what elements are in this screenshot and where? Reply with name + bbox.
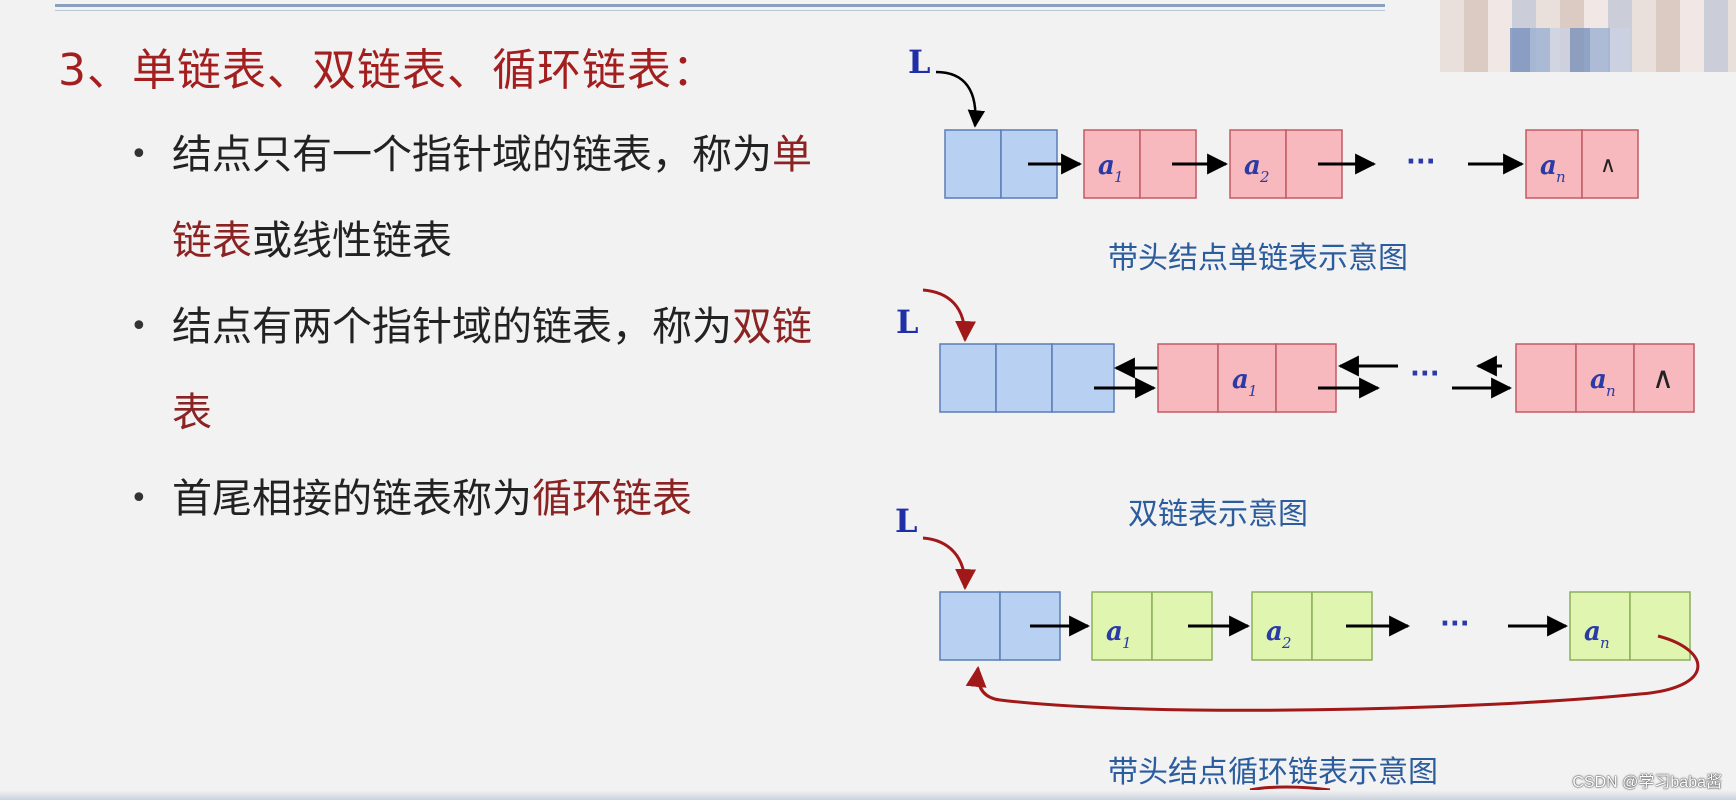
ellipsis: ···: [1410, 359, 1440, 389]
node-label: a: [1540, 151, 1557, 181]
node-subscript: 1: [1114, 168, 1124, 186]
highlight-term: 双链表: [172, 304, 812, 436]
node-an-next-cell: [1633, 343, 1695, 413]
head-node-data-cell: [944, 129, 1002, 199]
node-label: a: [1106, 617, 1123, 647]
singly-linked-list: L a 1 a 2 ··· a n ∧ 带头结点单链表示意图: [908, 43, 1639, 276]
singly-caption: 带头结点单链表示意图: [1108, 241, 1408, 276]
ellipsis: ···: [1440, 609, 1470, 639]
node-a1-prior-cell: [1157, 343, 1219, 413]
bullet-list: • 结点只有一个指针域的链表，称为单链表或线性链表 • 结点有两个指针域的链表，…: [120, 112, 880, 542]
ellipsis: ···: [1406, 147, 1436, 177]
node-a1-data-cell: [1217, 343, 1277, 413]
node-label: a: [1266, 617, 1283, 647]
bullet-doubly: • 结点有两个指针域的链表，称为双链表: [120, 284, 832, 456]
node-subscript: 2: [1259, 168, 1270, 186]
highlight-term: 循环链表: [532, 476, 692, 522]
node-subscript: 1: [1122, 634, 1132, 652]
highlight-term: 单链表: [172, 132, 812, 264]
doubly-linked-list: L a 1 ··· a n ∧ 双链表示意图: [896, 288, 1695, 532]
head-label-l: L: [908, 43, 931, 81]
node-subscript: n: [1600, 634, 1610, 652]
head-node-data-cell: [995, 343, 1053, 413]
caption-underline-mark: [1249, 785, 1331, 792]
circular-back-arrow: [965, 634, 1700, 712]
node-subscript: 2: [1281, 634, 1292, 652]
bullet-singly: • 结点只有一个指针域的链表，称为单链表或线性链表: [120, 112, 832, 284]
bullet-text: 首尾相接的链表称为: [172, 476, 532, 522]
top-rule: [55, 4, 1385, 7]
node-a1-data-cell: [1091, 591, 1153, 661]
bullet-dot: •: [130, 481, 148, 516]
node-subscript: n: [1606, 382, 1616, 400]
head-node-prior-cell: [939, 343, 997, 413]
bullet-text: 结点有两个指针域的链表，称为: [172, 304, 732, 350]
node-label: a: [1584, 617, 1601, 647]
bullet-dot: •: [130, 137, 148, 172]
null-symbol: ∧: [1652, 361, 1674, 396]
head-label-l: L: [896, 303, 919, 341]
node-an-data-cell: [1569, 591, 1631, 661]
doubly-caption: 双链表示意图: [1128, 497, 1308, 532]
head-pointer-arrow: [935, 70, 986, 128]
head-node-data-cell: [939, 591, 1001, 661]
bullet-text-tail: 或线性链表: [252, 218, 452, 264]
bullet-dot: •: [130, 309, 148, 344]
head-pointer-arrow: [922, 288, 977, 343]
node-a1-next-cell: [1275, 343, 1337, 413]
node-an-data-cell: [1525, 129, 1583, 199]
top-rule-thin: [55, 10, 1385, 11]
node-subscript: n: [1556, 168, 1566, 186]
slide-title: 3、单链表、双链表、循环链表：: [58, 45, 717, 96]
node-label: a: [1098, 151, 1115, 181]
null-symbol: ∧: [1600, 153, 1616, 178]
bottom-strip: [0, 790, 1736, 800]
head-label-l: L: [895, 502, 918, 540]
node-an-data-cell: [1575, 343, 1635, 413]
node-label: a: [1232, 365, 1249, 395]
circular-caption: 带头结点循环链表示意图: [1108, 755, 1438, 790]
watermark: CSDN @学习baba酱: [1572, 774, 1722, 791]
node-an-prior-cell: [1515, 343, 1577, 413]
bullet-text: 结点只有一个指针域的链表，称为: [172, 132, 772, 178]
head-pointer-arrow: [922, 536, 977, 591]
node-label: a: [1244, 151, 1261, 181]
node-subscript: 1: [1248, 382, 1258, 400]
circular-linked-list: L a 1 a 2 ··· a n 带头结点循环链表示意图: [895, 502, 1700, 792]
webcam-overlay: [1440, 0, 1736, 72]
node-an-next-cell: [1629, 591, 1691, 661]
bullet-circular: • 首尾相接的链表称为循环链表: [120, 456, 872, 542]
node-label: a: [1590, 365, 1607, 395]
head-node-next-cell: [1051, 343, 1115, 413]
node-an-next-cell: [1581, 129, 1639, 199]
